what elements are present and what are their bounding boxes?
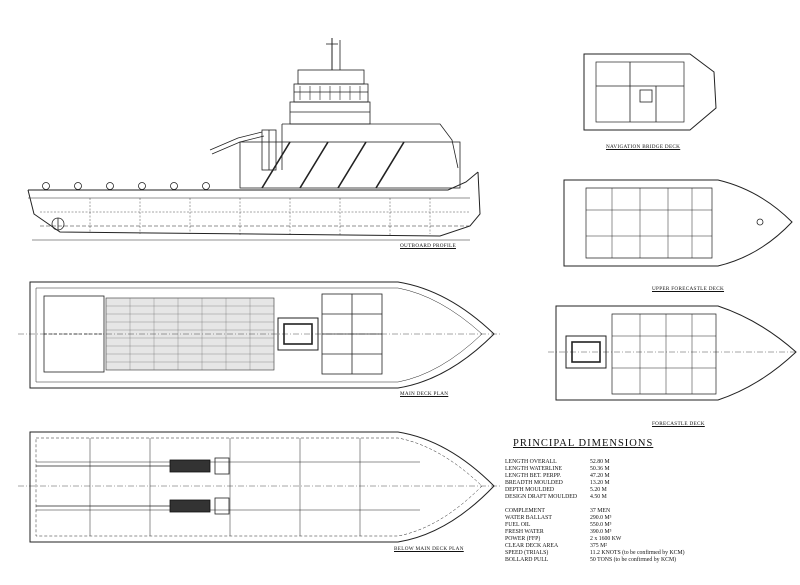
navigation-bridge-deck-view bbox=[583, 53, 717, 131]
dimension-row: CLEAR DECK AREA 375 M² bbox=[505, 543, 795, 550]
outboard-profile-view bbox=[27, 38, 481, 241]
dimension-label: BREADTH MOULDED bbox=[505, 480, 563, 487]
dimension-row: BOLLARD PULL 50 TONS (to be confirmed by … bbox=[505, 557, 795, 564]
dimension-value: 50.36 M bbox=[590, 466, 610, 473]
main-deck-plan-view bbox=[18, 281, 500, 389]
outboard-profile-label: OUTBOARD PROFILE bbox=[400, 243, 456, 249]
upper-forecastle-deck-label: UPPER FORECASTLE DECK bbox=[652, 286, 725, 292]
principal-dimensions-table: PRINCIPAL DIMENSIONS LENGTH OVERALL 52.80… bbox=[505, 438, 795, 564]
dimension-row: LENGTH OVERALL 52.80 M bbox=[505, 459, 795, 466]
dimension-value: 5.20 M bbox=[590, 487, 607, 494]
dimension-row: COMPLEMENT 37 MEN bbox=[505, 508, 795, 515]
dimension-label: LENGTH WATERLINE bbox=[505, 466, 563, 473]
dimension-label: FUEL OIL bbox=[505, 521, 531, 528]
dimension-value: 50 TONS (to be confirmed by KCM) bbox=[590, 557, 677, 564]
below-main-deck-plan-label: BELOW MAIN DECK PLAN bbox=[394, 546, 464, 552]
navigation-bridge-deck-label: NAVIGATION BRIDGE DECK bbox=[606, 144, 681, 150]
dimension-label: COMPLEMENT bbox=[505, 507, 545, 514]
dimension-value: 11.2 KNOTS (to be confirmed by KCM) bbox=[590, 550, 685, 557]
dimension-row: DESIGN DRAFT MOULDED 4.50 M bbox=[505, 494, 795, 501]
dimensions-group-hull: LENGTH OVERALL 52.80 M LENGTH WATERLINE 50.… bbox=[505, 459, 795, 502]
upper-forecastle-deck-view bbox=[563, 179, 793, 267]
principal-dimensions-title: PRINCIPAL DIMENSIONS bbox=[513, 438, 654, 449]
dimension-label: FRESH WATER bbox=[505, 528, 544, 535]
dimension-value: 47.20 M bbox=[590, 473, 610, 480]
dimension-value: 375 M² bbox=[590, 543, 608, 550]
dimension-row: BREADTH MOULDED 13.20 M bbox=[505, 480, 795, 487]
dimension-label: LENGTH OVERALL bbox=[505, 459, 557, 465]
dimension-label: DESIGN DRAFT MOULDED bbox=[505, 494, 578, 501]
forecastle-deck-label: FORECASTLE DECK bbox=[652, 421, 705, 427]
dimension-value: 390.0 M³ bbox=[590, 528, 612, 535]
dimension-label: SPEED (TRIALS) bbox=[505, 550, 549, 557]
dimension-label: DEPTH MOULDED bbox=[505, 487, 555, 494]
dimension-label: BOLLARD PULL bbox=[505, 557, 549, 564]
dimension-row: DEPTH MOULDED 5.20 M bbox=[505, 487, 795, 494]
dimension-row: FRESH WATER 390.0 M³ bbox=[505, 529, 795, 536]
dimension-value: 52.80 M bbox=[590, 459, 610, 465]
below-main-deck-plan-view bbox=[18, 431, 500, 543]
dimension-row: LENGTH BET. PERPP. 47.20 M bbox=[505, 473, 795, 480]
dimension-value: 290.0 M³ bbox=[590, 514, 612, 521]
main-deck-plan-label: MAIN DECK PLAN bbox=[400, 391, 449, 397]
dimension-label: LENGTH BET. PERPP. bbox=[505, 473, 561, 480]
dimension-label: CLEAR DECK AREA bbox=[505, 543, 559, 550]
dimension-value: 2 x 1600 KW bbox=[590, 535, 622, 542]
dimension-value: 13.20 M bbox=[590, 480, 610, 487]
dimension-row: WATER BALLAST 290.0 M³ bbox=[505, 515, 795, 522]
dimension-label: POWER (FFP) bbox=[505, 535, 541, 542]
dimension-row: LENGTH WATERLINE 50.36 M bbox=[505, 466, 795, 473]
dimension-value: 37 MEN bbox=[590, 507, 611, 514]
dimension-value: 550.0 M³ bbox=[590, 521, 612, 528]
dimension-row: FUEL OIL 550.0 M³ bbox=[505, 522, 795, 529]
dimension-row: SPEED (TRIALS) 11.2 KNOTS (to be confirme… bbox=[505, 550, 795, 557]
forecastle-deck-view bbox=[548, 305, 798, 401]
dimension-label: WATER BALLAST bbox=[505, 514, 552, 521]
dimension-value: 4.50 M bbox=[590, 494, 607, 501]
dimension-row: POWER (FFP) 2 x 1600 KW bbox=[505, 536, 795, 543]
